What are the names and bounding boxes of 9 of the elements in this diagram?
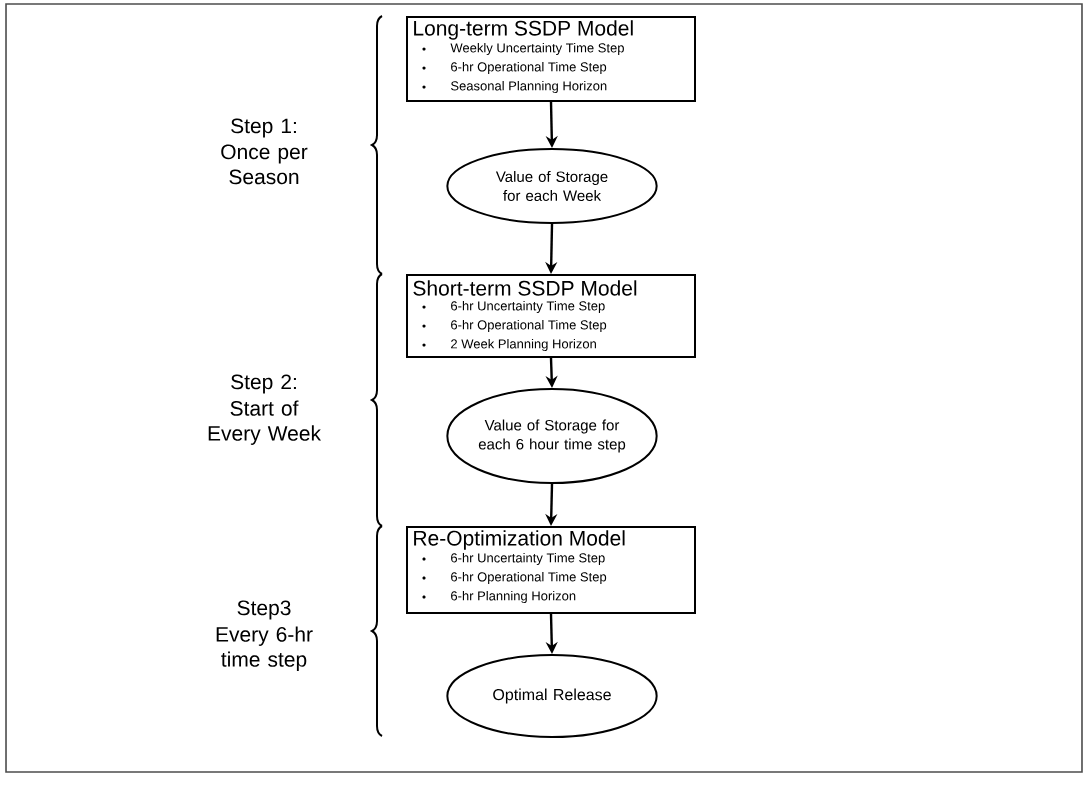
step-label: Step 1: bbox=[231, 118, 296, 138]
box-heading: Re-Optimization Model bbox=[414, 530, 625, 550]
box-heading: Short-term SSDP Model bbox=[413, 280, 637, 296]
step-label: Step 2: bbox=[231, 374, 296, 394]
step-label: Start of Every Week bbox=[208, 400, 321, 445]
step-label: Once per Season bbox=[221, 144, 308, 185]
step-label: Every 6-hr time step bbox=[216, 626, 313, 671]
step-label: Step3 bbox=[237, 600, 291, 620]
box-heading: Long-term SSDP Model bbox=[414, 20, 633, 40]
